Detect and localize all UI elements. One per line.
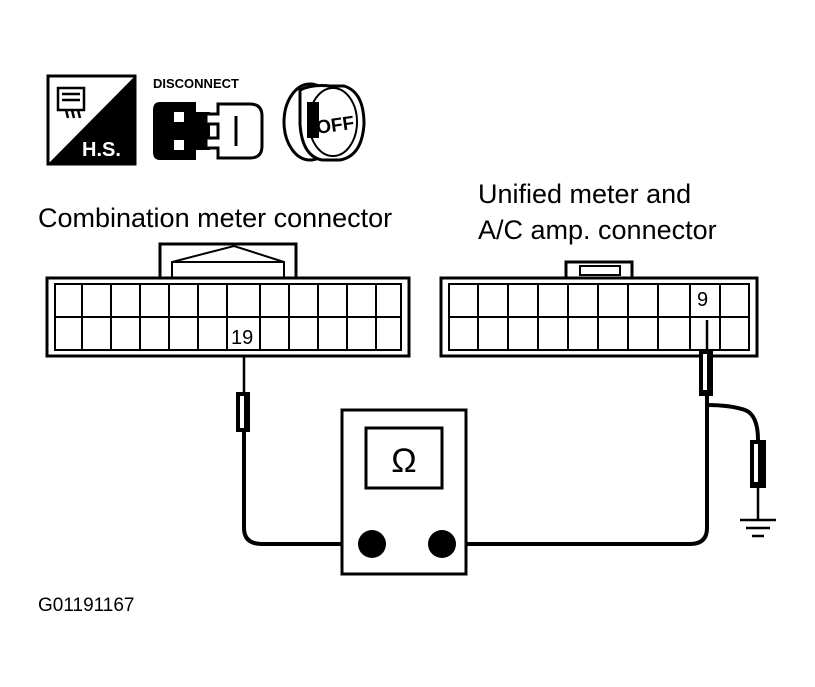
combination-meter-connector bbox=[45, 242, 411, 358]
test-leads bbox=[242, 396, 760, 546]
right-connector-title-line1: Unified meter and bbox=[478, 179, 691, 209]
unified-meter-connector bbox=[439, 260, 759, 358]
right-probe bbox=[699, 320, 713, 396]
positive-terminal bbox=[428, 530, 456, 558]
harness-side-icon: H.S. bbox=[46, 74, 137, 166]
ignition-off-icon: OFF bbox=[282, 82, 366, 162]
negative-terminal bbox=[358, 530, 386, 558]
disconnect-icon: DISCONNECT bbox=[153, 76, 264, 160]
left-pin-label: 19 bbox=[231, 327, 253, 349]
left-connector-title: Combination meter connector bbox=[38, 203, 392, 233]
left-probe bbox=[236, 356, 250, 432]
ohm-symbol: Ω bbox=[391, 442, 416, 480]
ignition-off-label: OFF bbox=[315, 113, 356, 139]
ground-probe bbox=[750, 440, 766, 520]
right-pin-label: 9 bbox=[697, 289, 708, 311]
hs-label: H.S. bbox=[82, 139, 121, 161]
figure-code: G01191167 bbox=[38, 595, 135, 616]
right-connector-title-line2: A/C amp. connector bbox=[478, 215, 717, 245]
disconnect-label: DISCONNECT bbox=[153, 76, 239, 91]
ohmmeter: Ω bbox=[340, 408, 468, 576]
ground-icon bbox=[740, 518, 776, 538]
